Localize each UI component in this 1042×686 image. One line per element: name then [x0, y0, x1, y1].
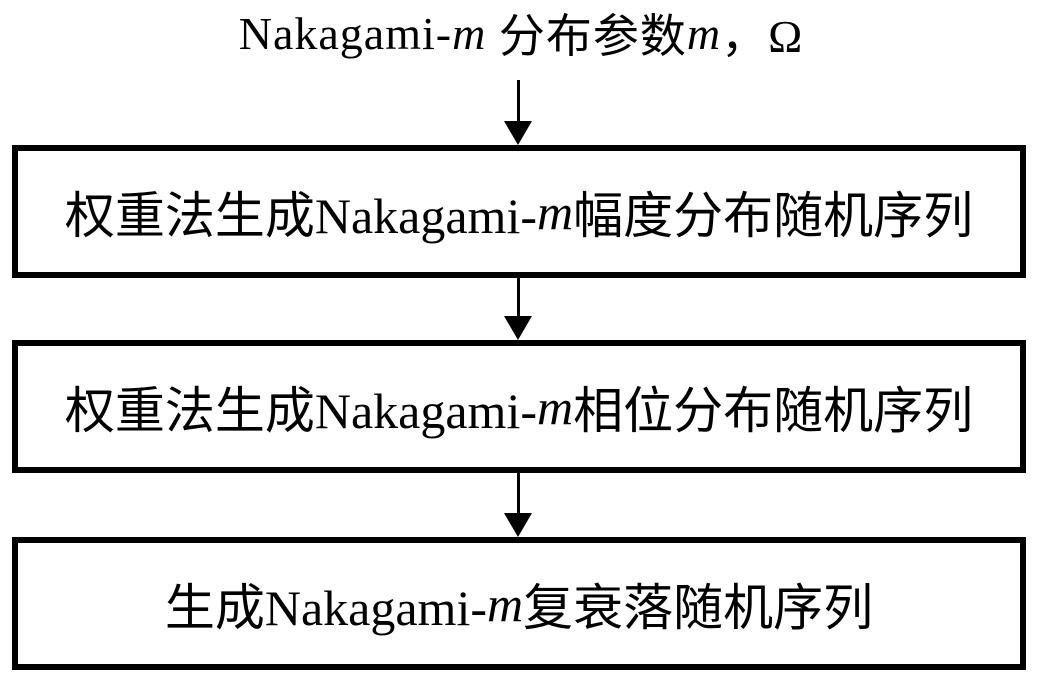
box2-suffix-text: 相位分布随机序列	[573, 382, 974, 439]
title-middle-text: 分布参数	[486, 11, 687, 62]
box2-italic-m: m	[537, 378, 574, 435]
box3-italic-m: m	[487, 575, 524, 632]
box1-suffix-text: 幅度分布随机序列	[573, 187, 974, 244]
box1-italic-m: m	[537, 183, 574, 240]
arrow-head	[504, 316, 532, 340]
arrow-shaft	[516, 277, 520, 318]
arrow-head	[504, 121, 532, 145]
box3-prefix-text: 生成Nakagami-	[164, 579, 487, 636]
title-tail-text: ，Ω	[721, 11, 804, 62]
box1-prefix-text: 权重法生成Nakagami-	[64, 187, 537, 244]
title-italic-m2: m	[686, 7, 722, 59]
title-italic-m: m	[452, 7, 487, 59]
box2-prefix-text: 权重法生成Nakagami-	[64, 382, 537, 439]
title-latin-text: Nakagami-	[238, 7, 453, 59]
arrow-shaft	[516, 80, 520, 123]
arrow-shaft	[516, 473, 520, 515]
arrow-down-icon	[503, 80, 533, 145]
box3-suffix-text: 复衰落随机序列	[523, 579, 874, 636]
arrow-down-icon	[503, 473, 533, 537]
arrow-down-icon	[503, 277, 533, 340]
arrow-head	[504, 513, 532, 537]
